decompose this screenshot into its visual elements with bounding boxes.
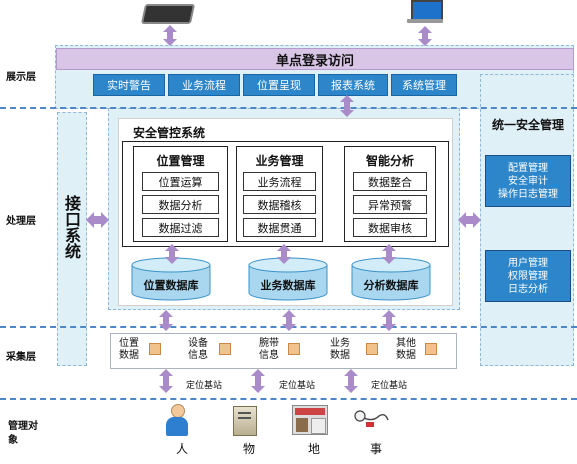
- person-icon: [164, 404, 190, 436]
- collection-business: 业务数据: [330, 338, 350, 361]
- collection-other: 其他数据: [396, 338, 416, 361]
- object-event: 事: [370, 442, 383, 456]
- arrow-tablet-sso: [163, 25, 177, 46]
- data-cube-icon: [366, 343, 378, 355]
- object-person: 人: [176, 442, 189, 456]
- tab-realtime-alert[interactable]: 实时警告: [93, 74, 165, 96]
- base-station-2: 定位基站: [279, 381, 316, 391]
- layer-collection: 采集层: [6, 352, 36, 363]
- collection-location: 位置数据: [119, 338, 139, 361]
- data-cube-icon: [149, 343, 161, 355]
- db-analysis[interactable]: 分析数据库: [351, 257, 431, 301]
- collection-box: [110, 333, 457, 369]
- interface-panel: [57, 112, 87, 366]
- item-anomaly-warning[interactable]: 异常预警: [353, 195, 427, 214]
- separator-top: [0, 107, 577, 109]
- group-business: 业务管理 业务流程 数据稽核 数据贯通: [236, 146, 323, 242]
- arrow-coll-obj-2: [251, 369, 265, 393]
- collection-wristband: 腕带信息: [259, 338, 279, 361]
- database-icon: [248, 257, 328, 301]
- config-management-label: 配置管理: [508, 162, 548, 174]
- group-location-title: 位置管理: [156, 154, 205, 168]
- separator-bottom: [0, 398, 577, 400]
- db-location[interactable]: 位置数据库: [131, 257, 211, 301]
- arrow-interface-processing: [86, 212, 109, 228]
- item-business-process[interactable]: 业务流程: [243, 172, 316, 191]
- server-icon: [233, 406, 257, 436]
- permission-management-label: 权限管理: [508, 270, 548, 282]
- item-data-filter[interactable]: 数据过滤: [142, 218, 219, 237]
- interface-system-label: 接口系统: [62, 195, 81, 259]
- item-data-review[interactable]: 数据审核: [353, 218, 427, 237]
- layer-objects: 管理对象: [8, 421, 38, 446]
- db-location-label: 位置数据库: [143, 279, 199, 292]
- group-smart-analysis: 智能分析 数据整合 异常预警 数据审核: [344, 146, 436, 242]
- arrow-laptop-sso: [418, 26, 432, 46]
- log-analysis-label: 日志分析: [508, 283, 548, 295]
- room-icon: [292, 405, 328, 435]
- tab-business-process[interactable]: 业务流程: [168, 74, 240, 96]
- group-smart-analysis-title: 智能分析: [365, 154, 414, 168]
- arrow-tabs-processing: [340, 95, 354, 117]
- operation-log-label: 操作日志管理: [498, 188, 558, 200]
- base-station-3: 定位基站: [371, 381, 408, 391]
- db-business[interactable]: 业务数据库: [248, 257, 328, 301]
- layer-presentation: 展示层: [6, 72, 36, 83]
- tools-icon: [353, 408, 391, 430]
- sso-title: 单点登录访问: [275, 53, 354, 69]
- database-icon: [131, 257, 211, 301]
- layer-processing: 处理层: [6, 216, 36, 227]
- user-management-label: 用户管理: [508, 257, 548, 269]
- data-cube-icon: [288, 343, 300, 355]
- tab-report-system[interactable]: 报表系统: [318, 74, 388, 96]
- item-location-calc[interactable]: 位置运算: [142, 172, 219, 191]
- object-thing: 物: [243, 442, 256, 456]
- arrow-proc-coll-3: [382, 310, 396, 331]
- config-audit-box[interactable]: 配置管理 安全审计 操作日志管理: [485, 155, 571, 207]
- object-place: 地: [308, 442, 321, 456]
- group-business-title: 业务管理: [255, 154, 304, 168]
- sso-bar: 单点登录访问: [56, 48, 574, 70]
- tab-location-view[interactable]: 位置呈现: [243, 74, 315, 96]
- group-location: 位置管理 位置运算 数据分析 数据过滤: [133, 146, 228, 242]
- user-permission-box[interactable]: 用户管理 权限管理 日志分析: [485, 250, 571, 302]
- laptop-icon: [407, 0, 443, 24]
- arrow-proc-coll-2: [282, 310, 296, 331]
- item-data-link[interactable]: 数据贯通: [243, 218, 316, 237]
- security-system-title: 安全管控系统: [133, 126, 206, 140]
- security-audit-label: 安全审计: [508, 175, 548, 187]
- arrow-coll-obj-3: [344, 369, 358, 393]
- item-data-analysis[interactable]: 数据分析: [142, 195, 219, 214]
- data-cube-icon: [425, 343, 437, 355]
- collection-device: 设备信息: [188, 338, 208, 361]
- arrow-proc-coll-1: [159, 310, 173, 331]
- arrow-coll-obj-1: [159, 369, 173, 393]
- unified-security-title: 统一安全管理: [491, 118, 564, 132]
- arrow-group-db-3: [382, 244, 396, 264]
- arrow-group-db-1: [165, 244, 179, 264]
- item-data-integration[interactable]: 数据整合: [353, 172, 427, 191]
- base-station-1: 定位基站: [186, 381, 223, 391]
- tab-system-management[interactable]: 系统管理: [391, 74, 457, 96]
- item-data-audit[interactable]: 数据稽核: [243, 195, 316, 214]
- db-analysis-label: 分析数据库: [363, 279, 419, 292]
- arrow-group-db-2: [277, 244, 291, 264]
- unified-security-panel: [480, 74, 574, 366]
- database-icon: [351, 257, 431, 301]
- arrow-processing-unified: [458, 212, 481, 228]
- db-business-label: 业务数据库: [260, 279, 316, 292]
- data-cube-icon: [219, 343, 231, 355]
